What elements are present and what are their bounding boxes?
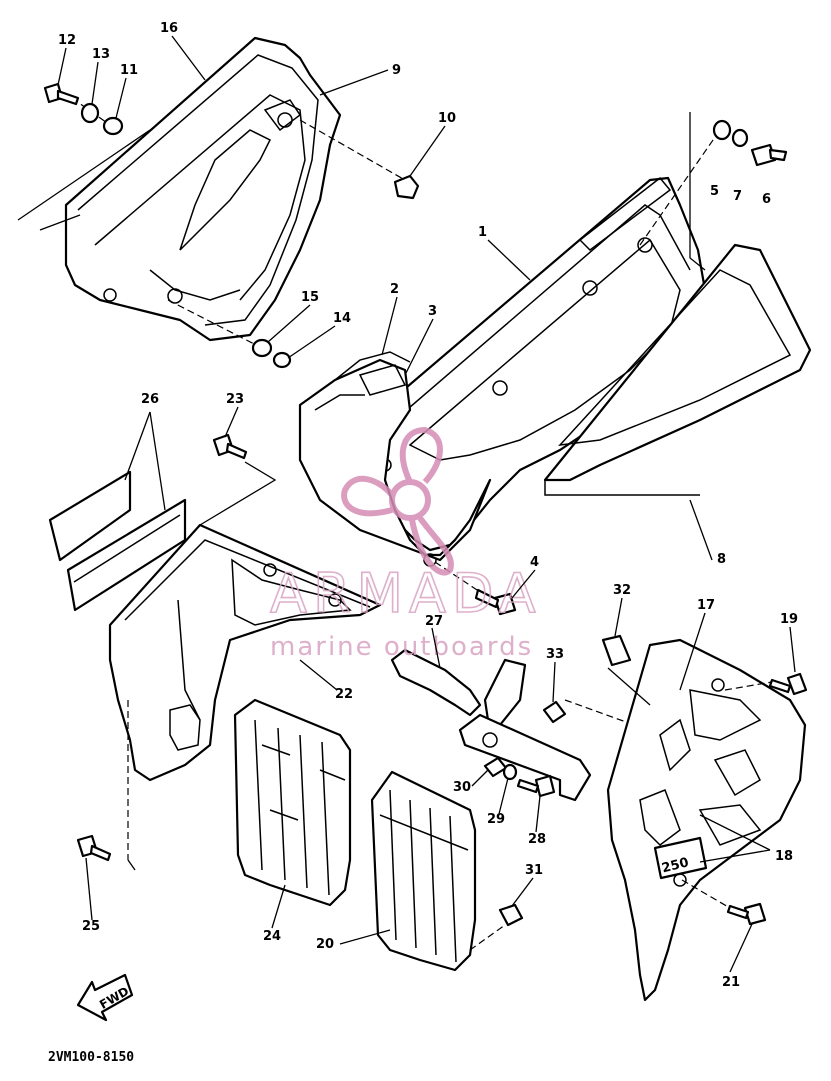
bolt-part-12 <box>43 82 80 106</box>
part-label-11: 11 <box>120 63 138 78</box>
part-label-6: 6 <box>762 192 771 207</box>
collar-part-7 <box>731 128 749 148</box>
part-label-10: 10 <box>438 111 456 126</box>
part-label-28: 28 <box>528 832 546 847</box>
part-label-12: 12 <box>58 33 76 48</box>
bolt-part-19 <box>768 672 808 696</box>
washer-part-15 <box>251 338 273 358</box>
part-label-17: 17 <box>697 598 715 613</box>
watermark: ARMADA marine outboards <box>269 426 542 662</box>
part-label-7: 7 <box>733 189 742 204</box>
part-label-27: 27 <box>425 614 443 629</box>
bolt-part-4 <box>474 588 517 616</box>
grommet-part-10 <box>393 174 420 200</box>
watermark-tagline: marine outboards <box>270 632 533 662</box>
bracket-part-32 <box>601 634 632 667</box>
part-label-31: 31 <box>525 863 543 878</box>
nut-part-31 <box>498 903 524 927</box>
part-label-2: 2 <box>390 282 399 297</box>
leader-lines <box>57 35 796 973</box>
bolt-part-33 <box>542 700 567 724</box>
part-label-32: 32 <box>613 583 631 598</box>
spacer-part-30 <box>483 756 508 778</box>
bolt-part-28 <box>516 774 556 798</box>
watermark-brand: ARMADA <box>270 562 542 625</box>
part-label-30: 30 <box>453 780 471 795</box>
part-label-3: 3 <box>428 304 437 319</box>
grommet-part-5 <box>712 119 732 141</box>
radiator-cover-part-22 <box>108 523 382 782</box>
bolt-part-21 <box>726 902 767 926</box>
part-label-21: 21 <box>722 975 740 990</box>
washer-part-13 <box>80 102 100 124</box>
grommet-part-11 <box>102 116 124 136</box>
inner-panel-part-2 <box>298 351 492 562</box>
decal-part-26 <box>48 470 187 612</box>
part-label-16: 16 <box>160 21 178 36</box>
part-label-15: 15 <box>301 290 319 305</box>
cover-frame-part-8 <box>543 243 812 496</box>
part-label-23: 23 <box>226 392 244 407</box>
drawing-code: 2VM100-8150 <box>48 1050 134 1065</box>
part-label-29: 29 <box>487 812 505 827</box>
bolt-part-25 <box>76 834 112 862</box>
part-label-1: 1 <box>478 225 487 240</box>
bolt-part-23 <box>212 433 248 460</box>
bracket-part-27 <box>390 648 592 802</box>
part-label-14: 14 <box>333 311 351 326</box>
radiator-guard-part-20 <box>370 770 477 972</box>
side-cover-left-part-16 <box>64 36 342 342</box>
part-label-19: 19 <box>780 612 798 627</box>
part-label-13: 13 <box>92 47 110 62</box>
part-label-33: 33 <box>546 647 564 662</box>
part-label-4: 4 <box>530 555 539 570</box>
part-label-18: 18 <box>775 849 793 864</box>
part-label-25: 25 <box>82 919 100 934</box>
collar-part-14 <box>272 351 292 369</box>
part-labels: 1 2 3 4 5 6 7 8 9 10 11 12 13 14 15 16 1… <box>58 21 798 990</box>
part-label-26: 26 <box>141 392 159 407</box>
forward-arrow-icon: FWD <box>76 973 134 1022</box>
part-label-5: 5 <box>710 184 719 199</box>
part-label-9: 9 <box>392 63 401 78</box>
propeller-logo <box>341 426 454 576</box>
part-label-24: 24 <box>263 929 281 944</box>
part-label-22: 22 <box>335 687 353 702</box>
svg-text:250: 250 <box>660 855 690 876</box>
part-label-8: 8 <box>717 552 726 567</box>
radiator-guard-part-24 <box>233 698 352 907</box>
part-label-20: 20 <box>316 937 334 952</box>
number-plate-part-17: 250 <box>606 638 807 1002</box>
washer-part-29 <box>502 763 518 781</box>
bolt-part-6 <box>750 143 788 167</box>
